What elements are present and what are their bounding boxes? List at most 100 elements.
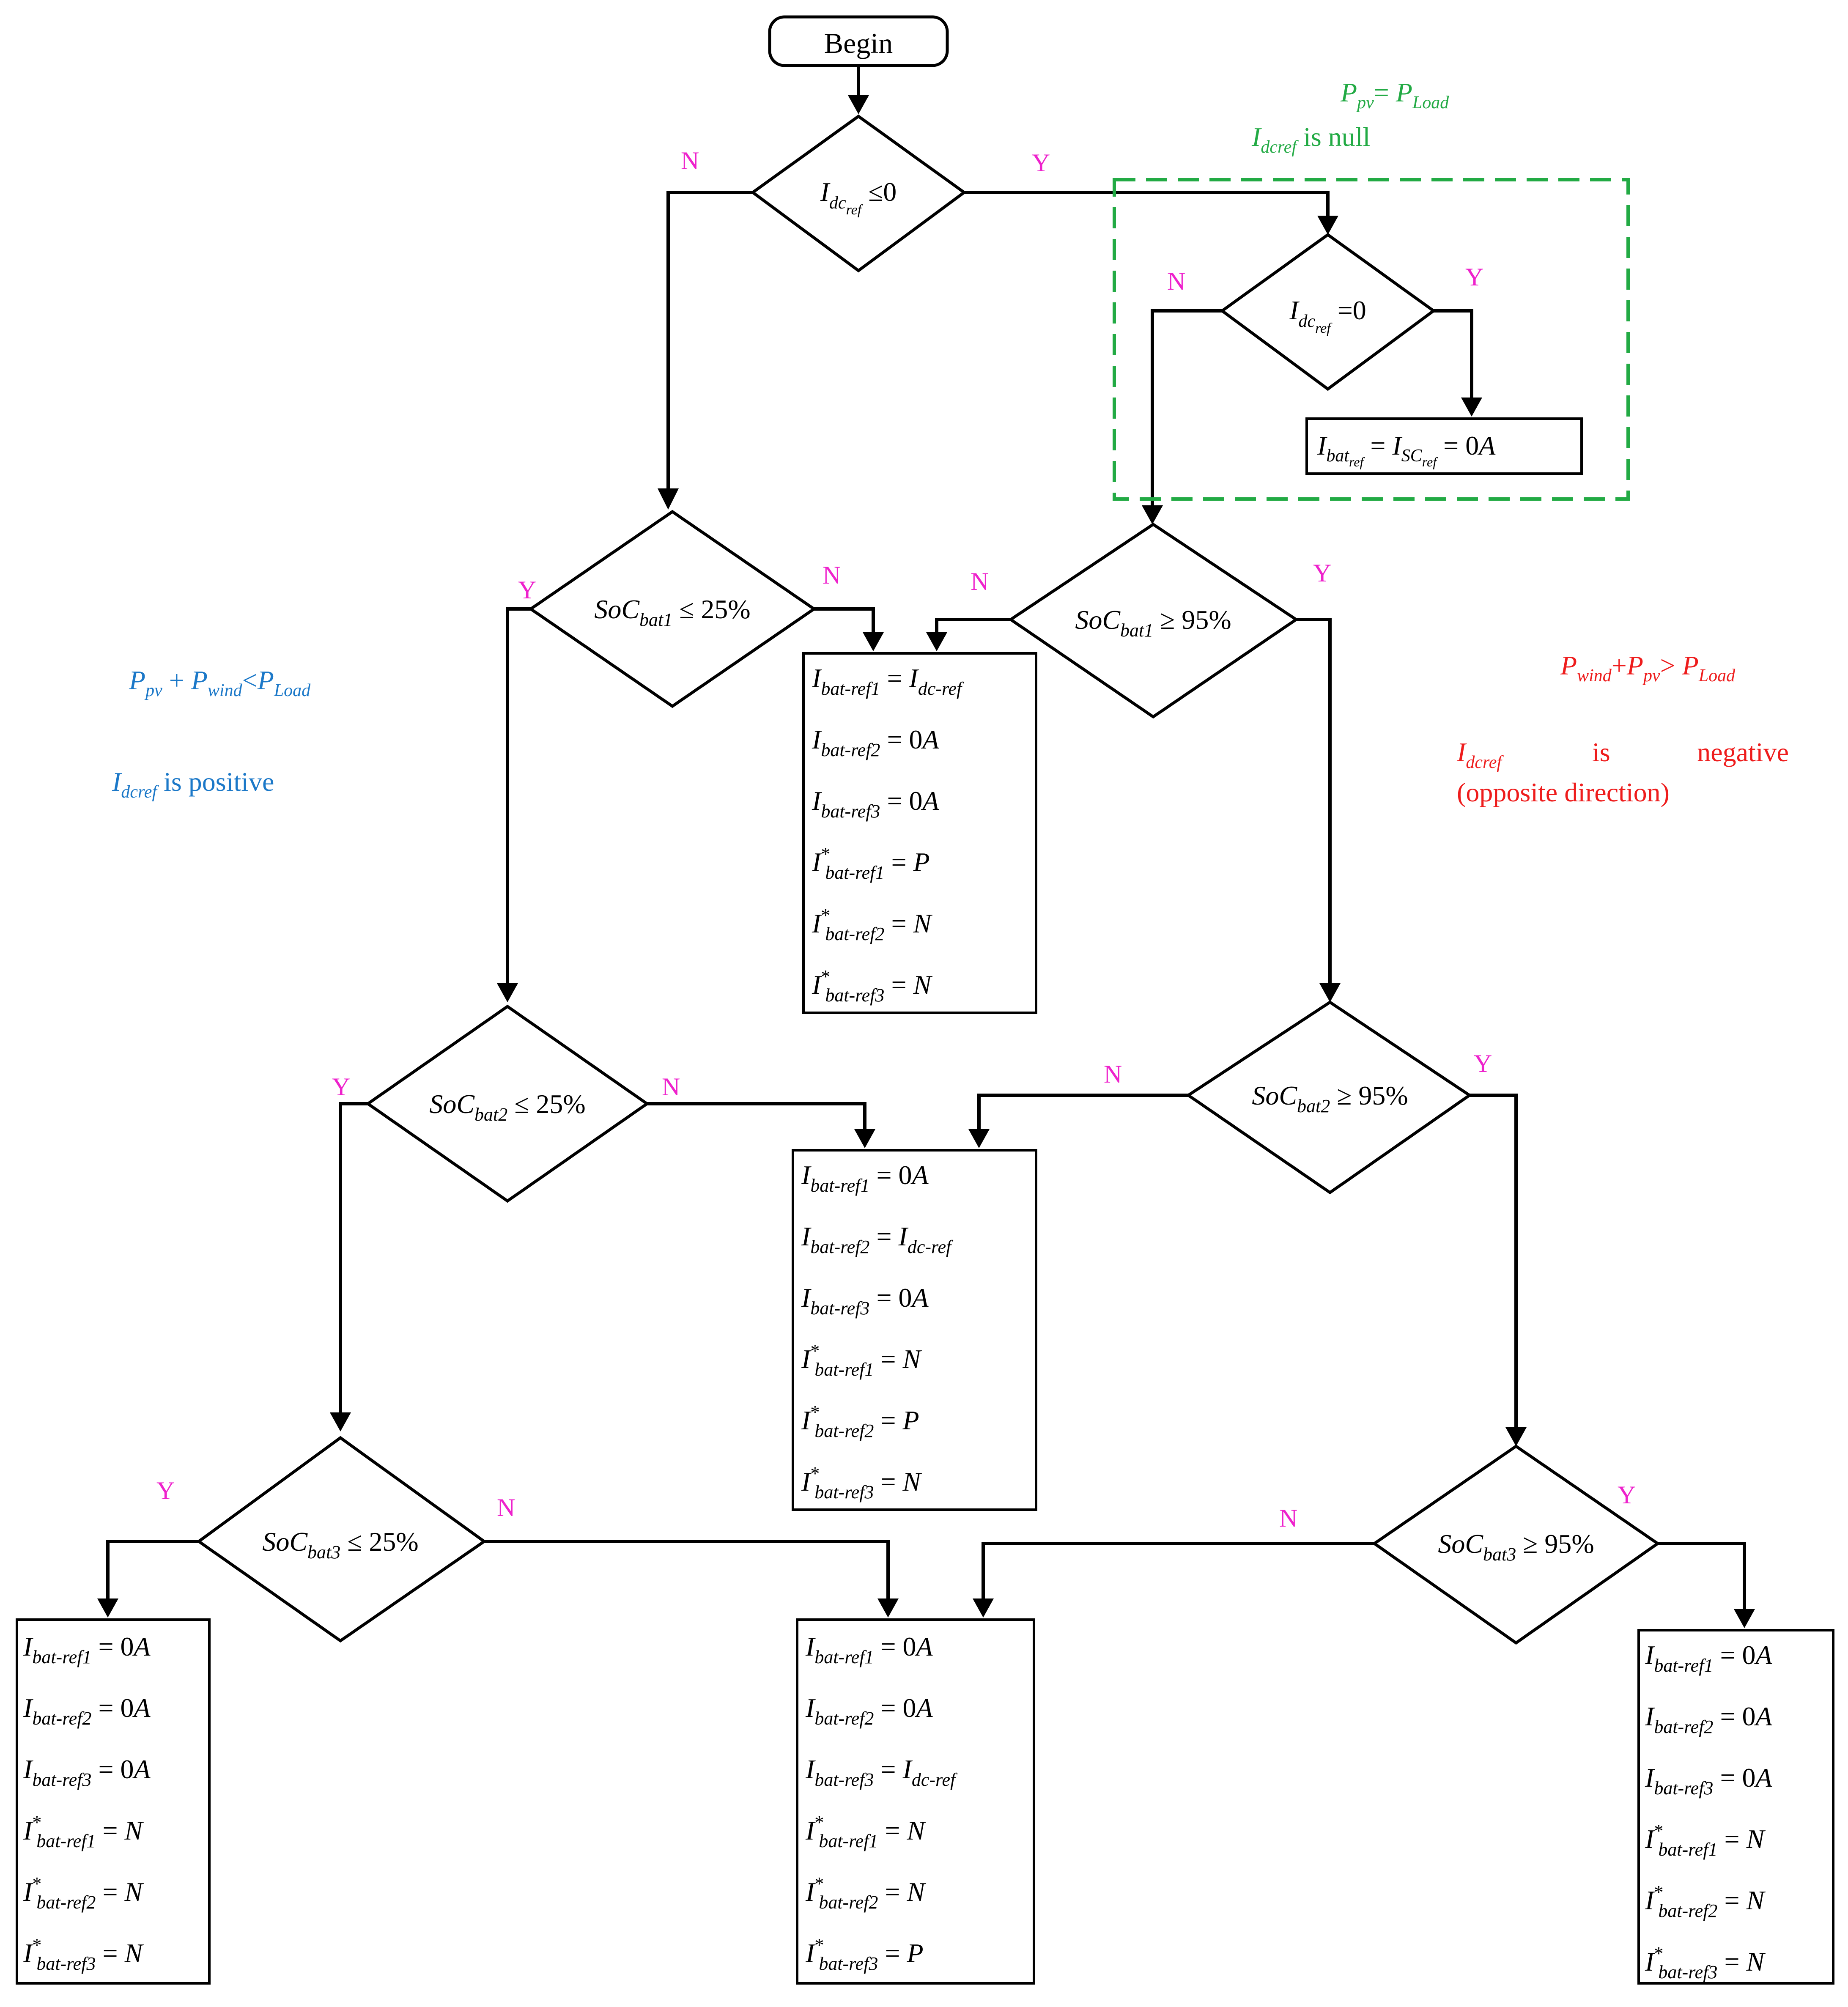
connector-l3-yes [106, 1540, 199, 1607]
arrowhead [854, 1129, 875, 1148]
box-line: I*bat-ref1 = P [812, 844, 930, 883]
connector-d1-yes [964, 191, 1330, 224]
connector-l1-no [814, 607, 875, 641]
label-yes: Y [156, 1477, 175, 1505]
label-yes: Y [1474, 1050, 1492, 1078]
connector-r1-yes [1296, 618, 1332, 992]
annotation-null-subtitle: Idcref is null [1251, 122, 1370, 157]
branch-labels: N Y N Y Y N N Y Y N N Y Y N N Y [156, 147, 1636, 1532]
decision-r2: SoCbat2 ≥ 95% [1185, 1000, 1472, 1195]
connector-r3-no [982, 1542, 1374, 1607]
arrowhead [1461, 398, 1482, 417]
box-line: Ibat-ref3 = 0A [23, 1754, 151, 1790]
decision-r1: SoCbat1 ≥ 95% [1008, 522, 1299, 719]
begin-label: Begin [824, 27, 893, 59]
result-box-right: Ibat-ref1 = 0A Ibat-ref2 = 0A Ibat-ref3 = … [1637, 1629, 1834, 1985]
decision-l2-label: SoCbat2 ≤ 25% [429, 1089, 585, 1125]
connector-l2-yes [339, 1102, 368, 1421]
decision-r3-label: SoCbat3 ≥ 95% [1438, 1529, 1594, 1565]
connector-r2-yes [1470, 1094, 1518, 1436]
connector-l1-yes [506, 607, 531, 992]
label-yes: Y [332, 1073, 350, 1101]
box-line: I*bat-ref1 = N [1645, 1821, 1766, 1860]
result-box-2: Ibat-ref1 = 0A Ibat-ref2 = Idc-refIbat-re… [792, 1149, 1037, 1511]
annotation-deficit: Ppv + Pwind<PLoad Idcref is positive [112, 665, 311, 802]
decision-r2-label: SoCbat2 ≥ 95% [1252, 1080, 1408, 1116]
label-no: N [1279, 1504, 1297, 1532]
arrowhead [1317, 216, 1338, 235]
connector-d2-yes [1434, 309, 1473, 406]
connectors [97, 66, 1755, 1628]
annotation-null-title: Ppv= PLoad [1340, 77, 1449, 112]
connector-l2-no [647, 1102, 866, 1138]
box-line: I*bat-ref2 = N [23, 1873, 144, 1913]
label-no: N [497, 1494, 515, 1522]
box-line: I*bat-ref2 = N [805, 1873, 927, 1913]
box-line: I*bat-ref3 = N [23, 1935, 144, 1974]
box-line: Ibat-ref2 = 0A [1645, 1701, 1773, 1737]
box-line: Ibat-ref3 = 0A [812, 786, 940, 822]
decision-l1-label: SoCbat1 ≤ 25% [594, 594, 750, 630]
decision-l3-label: SoCbat3 ≤ 25% [262, 1527, 418, 1563]
arrowhead [968, 1129, 990, 1148]
arrowhead [877, 1598, 899, 1618]
decision-l1: SoCbat1 ≤ 25% [528, 510, 817, 708]
box-line: I*bat-ref1 = N [23, 1812, 144, 1851]
arrowhead [1319, 983, 1341, 1002]
annotation-deficit-subtitle: Idcref is positive [112, 767, 274, 802]
box-line: Ibat-ref3 = 0A [801, 1283, 929, 1319]
annotation-surplus-is: is [1592, 737, 1610, 767]
annotation-surplus-title: Pwind+Ppv> PLoad [1560, 650, 1736, 685]
label-yes: Y [518, 576, 536, 604]
box-line: I*bat-ref3 = P [805, 1935, 924, 1974]
decision-d2: Idcref =0 [1220, 233, 1436, 391]
decision-r1-label: SoCbat1 ≥ 95% [1075, 605, 1231, 641]
box-line: I*bat-ref3 = N [812, 966, 933, 1006]
arrowhead [1142, 505, 1163, 524]
annotation-deficit-title: Ppv + Pwind<PLoad [129, 665, 311, 700]
box-line: I*bat-ref2 = N [1645, 1882, 1766, 1921]
box-line: Ibat-ref1 = 0A [801, 1160, 929, 1196]
box-line: Ibat-ref3 = Idc-ref [805, 1754, 958, 1790]
arrowhead [1734, 1609, 1755, 1628]
connector-r3-yes [1658, 1542, 1746, 1618]
arrowhead [926, 632, 947, 651]
decision-r3: SoCbat3 ≥ 95% [1371, 1444, 1661, 1645]
connector-d1-no [666, 191, 753, 497]
label-no: N [971, 568, 989, 595]
label-no: N [1167, 267, 1185, 295]
box-line: I*bat-ref2 = P [801, 1402, 919, 1441]
label-yes: Y [1313, 559, 1331, 587]
box-line: Ibat-ref2 = Idc-ref [801, 1221, 954, 1257]
box-line: Ibat-ref2 = 0A [23, 1693, 151, 1729]
arrowhead [97, 1598, 118, 1618]
box-line: Ibat-ref1 = 0A [23, 1631, 151, 1667]
annotation-null: Ppv= PLoad Idcref is null [1251, 77, 1449, 157]
box-line: I*bat-ref3 = N [801, 1463, 922, 1503]
annotation-surplus-var: Idcref [1456, 737, 1504, 772]
decision-l2: SoCbat2 ≤ 25% [365, 1004, 650, 1203]
arrowhead [497, 983, 518, 1002]
arrowhead [330, 1412, 351, 1431]
connector-d2-no [1151, 309, 1222, 514]
label-no: N [681, 147, 699, 175]
label-no: N [662, 1073, 680, 1101]
annotation-surplus: Pwind+Ppv> PLoad Idcref is negative (opp… [1456, 650, 1789, 807]
box-line: Ibat-ref1 = 0A [805, 1631, 933, 1667]
box-line: Ibat-ref3 = 0A [1645, 1763, 1773, 1799]
label-yes: Y [1465, 263, 1483, 291]
annotation-surplus-negative: negative [1697, 737, 1789, 767]
arrowhead [973, 1598, 994, 1618]
null-current-box: Ibatref = ISCref = 0A [1305, 417, 1583, 475]
box-line: Ibat-ref2 = 0A [805, 1693, 933, 1729]
box-line: Ibat-ref2 = 0A [812, 724, 940, 760]
box-line: Ibat-ref1 = Idc-ref [812, 663, 964, 699]
box-line: I*bat-ref3 = N [1645, 1943, 1766, 1982]
label-no: N [823, 561, 841, 589]
label-no: N [1104, 1060, 1122, 1088]
box-line: Ibat-ref1 = 0A [1645, 1640, 1773, 1676]
annotation-surplus-direction: (opposite direction) [1457, 777, 1670, 807]
box-line: I*bat-ref2 = N [812, 905, 933, 944]
